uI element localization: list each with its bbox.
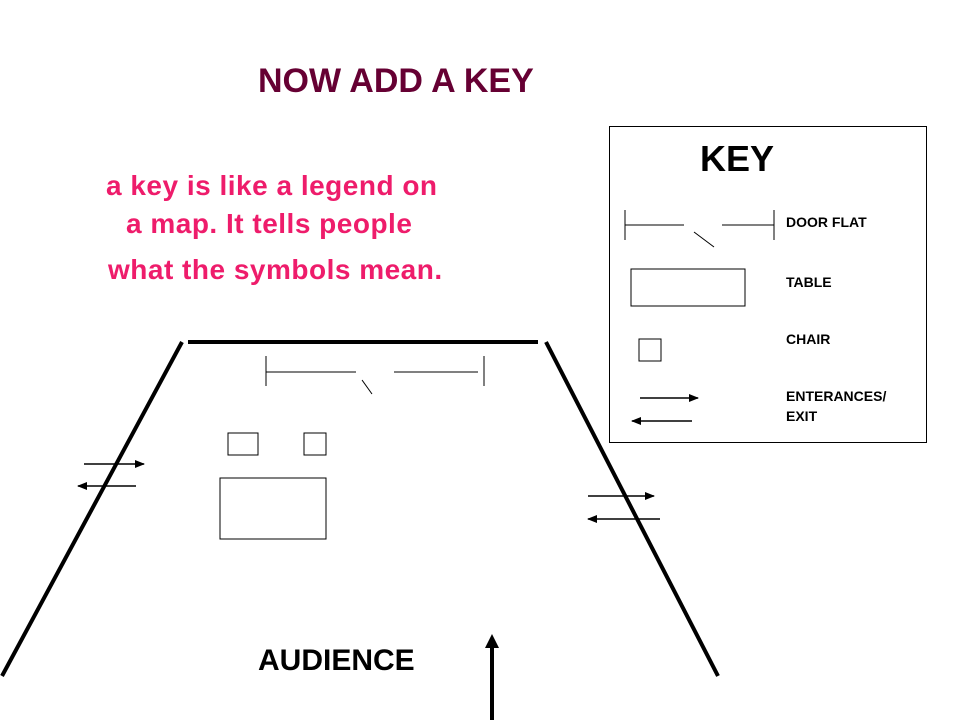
key-label-entrances: ENTERANCES/ (786, 388, 887, 404)
description-line-3: what the symbols mean. (108, 254, 443, 285)
audience-label: AUDIENCE (258, 644, 415, 677)
description-line-1: a key is like a legend on (106, 170, 438, 201)
key-chair-symbol (638, 338, 662, 362)
key-label-door-flat: DOOR FLAT (786, 214, 867, 230)
stage-table (219, 477, 327, 540)
audience-arrowhead (485, 634, 499, 648)
stage-right-edge (544, 341, 720, 677)
key-box (609, 126, 927, 443)
key-title: KEY (700, 138, 775, 179)
key-label-table: TABLE (786, 274, 832, 290)
stage-left-edge (0, 341, 184, 677)
key-door-flat-symbol (624, 210, 775, 248)
key-label-chair: CHAIR (786, 331, 831, 347)
stage-chair-left (227, 432, 259, 456)
key-table-symbol (630, 268, 746, 307)
stage-door-flat (265, 356, 485, 395)
key-label-exit: EXIT (786, 408, 818, 424)
stage-chair-right (303, 432, 327, 456)
page-title: NOW ADD A KEY (258, 62, 534, 100)
description-line-2: a map. It tells people (126, 208, 413, 239)
